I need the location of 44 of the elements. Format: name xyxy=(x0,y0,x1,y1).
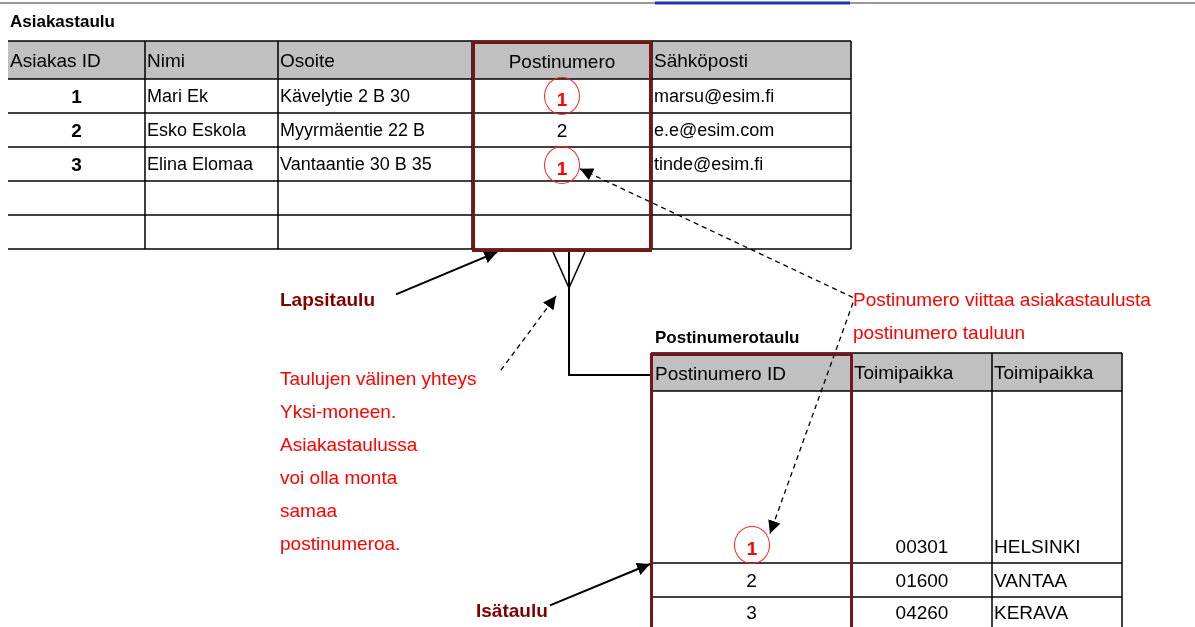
arrow xyxy=(395,251,499,296)
table-cell-text: Vantaantie 30 B 35 xyxy=(279,153,433,176)
column-header: Postinumero xyxy=(507,50,617,74)
column-header: Toimipaikka xyxy=(853,360,955,385)
table-cell-text: VANTAA xyxy=(993,568,1069,593)
column-header: Toimipaikka xyxy=(993,360,1095,385)
table-cell-text: tinde@esim.fi xyxy=(653,153,765,176)
table-role-label: Isätaulu xyxy=(476,597,550,625)
table-cell-text: Elina Elomaa xyxy=(146,153,255,176)
annotation-text: Taulujen välinen yhteys xyxy=(280,367,478,391)
table-cell-text: e.e@esim.com xyxy=(653,119,776,142)
column-header: Postinumero ID xyxy=(654,362,787,386)
column-header: Nimi xyxy=(146,48,186,73)
highlighted-column xyxy=(472,41,652,252)
table-cell-text: 01600 xyxy=(894,568,950,593)
table-cell-text: KERAVA xyxy=(993,600,1070,625)
table-cell-text: 2 xyxy=(745,568,758,593)
dashed-arrow xyxy=(500,295,557,371)
table-cell-text: 3 xyxy=(70,152,83,177)
table-title: Asiakastaulu xyxy=(9,10,116,33)
table-cell-text: Esko Eskola xyxy=(146,119,248,142)
table-cell-text: Myyrmäentie 22 B xyxy=(279,119,427,142)
table-cell-text: 00301 xyxy=(894,534,950,559)
highlighted-column xyxy=(650,353,853,627)
column-header: Osoite xyxy=(279,48,336,73)
arrow xyxy=(549,562,651,607)
annotation-text: Postinumero viittaa asiakastaulusta postinumero tauluun xyxy=(853,283,1193,349)
table-role-label: Lapsitaulu xyxy=(280,286,396,314)
table-cell-text: 1 xyxy=(70,84,83,109)
relationship-line xyxy=(552,251,651,376)
dashed-arrow xyxy=(768,302,854,535)
table-cell-text: Kävelytie 2 B 30 xyxy=(279,85,412,108)
table-cell-text: HELSINKI xyxy=(993,534,1082,559)
column-header: Asiakas ID xyxy=(9,48,102,73)
annotation-text: Yksi-moneen. Asiakastaulussa voi olla monta samaa postinumeroa. xyxy=(280,400,419,556)
dashed-arrow xyxy=(579,168,854,299)
table-cell-text: 2 xyxy=(70,118,83,143)
table-cell-text: Mari Ek xyxy=(146,85,209,108)
table-cell-text: 2 xyxy=(555,118,569,143)
table-cell-text: marsu@esim.fi xyxy=(653,85,776,108)
column-header: Sähköposti xyxy=(653,48,749,73)
table-title: Postinumerotaulu xyxy=(654,326,801,349)
table-cell-text: 3 xyxy=(745,600,758,625)
table-cell-text: 04260 xyxy=(894,600,950,625)
